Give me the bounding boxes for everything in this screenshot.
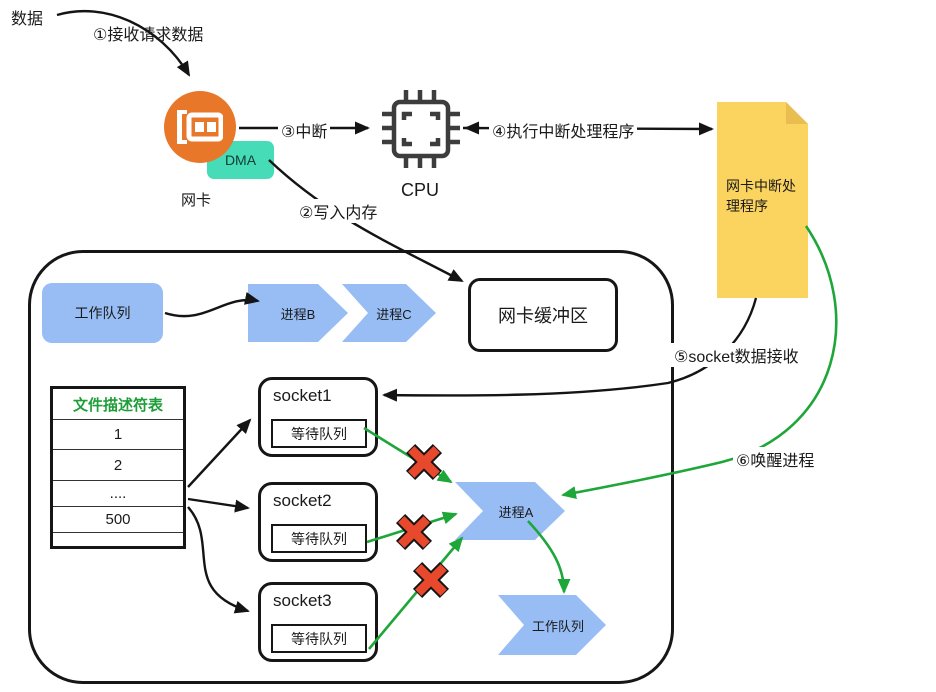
fd-table-header: 文件描述符表 (53, 389, 183, 420)
doc-label: 网卡中断处理程序 (726, 178, 796, 215)
document-fold (786, 102, 808, 124)
network-card-node (164, 91, 236, 163)
nic-label: 网卡 (181, 192, 212, 209)
process-a-label: 进程A (498, 504, 534, 520)
process-c-label: 进程C (376, 306, 412, 322)
socket1-title: socket1 (273, 386, 332, 405)
step6-label: ⑥唤醒进程 (733, 447, 818, 471)
fd-table-row: 500 (53, 507, 183, 533)
fd-table-row: 2 (53, 450, 183, 481)
network-card-icon (177, 110, 223, 144)
fd-table-row (53, 533, 183, 546)
step1-label: ①接收请求数据 (93, 27, 204, 44)
dma-label: DMA (224, 152, 257, 168)
step2-label: ②写入内存 (296, 199, 381, 223)
work-queue-box: 工作队列 (42, 283, 163, 343)
fd-table-row: 1 (53, 420, 183, 450)
process-b-label: 进程B (280, 306, 316, 322)
step3-label: ③中断 (278, 118, 331, 142)
data-label: 数据 (11, 11, 44, 28)
socket1-box: socket1 等待队列 (258, 377, 378, 457)
socket3-title: socket3 (273, 591, 332, 610)
socket3-wait-queue: 等待队列 (271, 624, 367, 653)
nic-interrupt-handler-doc: 网卡中断处理程序 (717, 102, 808, 298)
socket1-wait-queue: 等待队列 (271, 419, 367, 448)
socket2-title: socket2 (273, 491, 332, 510)
fd-table: 文件描述符表 1 2 .... 500 (50, 386, 186, 549)
work-queue-bottom-label: 工作队列 (531, 618, 584, 634)
nic-buffer-box: 网卡缓冲区 (468, 278, 618, 352)
socket2-wait-queue: 等待队列 (271, 524, 367, 553)
socket2-box: socket2 等待队列 (258, 482, 378, 562)
cpu-chip-icon (382, 90, 460, 168)
step4-label: ④执行中断处理程序 (489, 118, 638, 142)
cpu-label: CPU (401, 180, 440, 200)
nic-buffer-label: 网卡缓冲区 (498, 306, 588, 326)
fd-table-row: .... (53, 481, 183, 507)
work-queue-label: 工作队列 (74, 305, 131, 321)
step5-label: ⑤socket数据接收 (671, 343, 802, 367)
dma-box: DMA (207, 141, 274, 179)
socket3-box: socket3 等待队列 (258, 582, 378, 662)
